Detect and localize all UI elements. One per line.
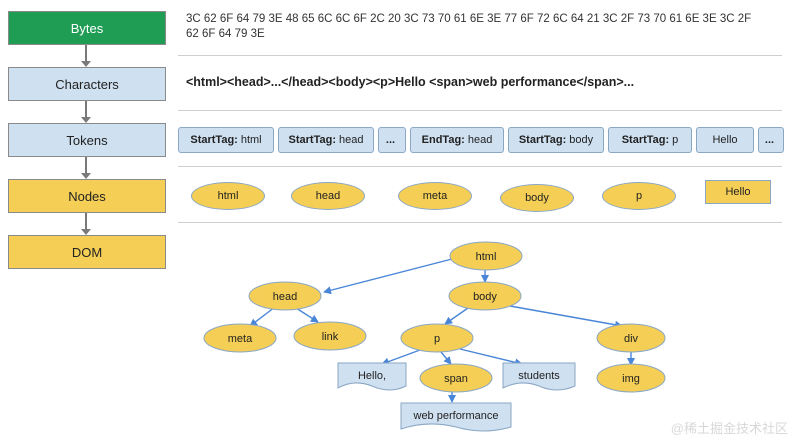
node-html: html [191, 182, 265, 210]
edge-body-div [509, 305, 623, 329]
tree-node-div [596, 323, 666, 353]
token-endtag-head: EndTag:head [410, 127, 504, 153]
tree-node-body [448, 281, 522, 311]
tree-node-head [248, 281, 322, 311]
bytes-hex-text: 3C 62 6F 64 79 3E 48 65 6C 6C 6F 2C 20 3… [186, 13, 752, 40]
tree-label-div: div [624, 333, 639, 345]
tree-label-students: students [518, 370, 560, 382]
divider [178, 222, 782, 223]
token-text-hello: Hello [696, 127, 754, 153]
stage-nodes: Nodes [8, 179, 166, 213]
arrow-bytes-to-characters [81, 45, 91, 67]
tree-label-meta: meta [228, 333, 253, 345]
tree-label-webperf: web performance [413, 410, 499, 422]
edge-p-hello [381, 349, 421, 366]
token-starttag-p: StartTag:p [608, 127, 692, 153]
tree-label-head: head [273, 291, 297, 303]
tree-label-html: html [476, 251, 497, 263]
tree-node-link [293, 321, 367, 351]
arrow-characters-to-tokens [81, 101, 91, 123]
stage-characters: Characters [8, 67, 166, 101]
stage-bytes: Bytes [8, 11, 166, 45]
token-ellipsis: ... [758, 127, 784, 153]
edge-p-students [459, 348, 523, 367]
tree-label-img: img [622, 373, 640, 385]
stage-dom: DOM [8, 235, 166, 269]
token-ellipsis: ... [378, 127, 406, 153]
tree-label-span: span [444, 373, 468, 385]
node-head: head [291, 182, 365, 210]
tree-label-link: link [322, 331, 339, 343]
token-starttag-html: StartTag:html [178, 127, 274, 153]
edge-html-head [323, 258, 453, 295]
node-body: body [500, 184, 574, 212]
tree-label-p: p [434, 333, 440, 345]
token-starttag-head: StartTag:head [278, 127, 374, 153]
watermark: @稀土掘金技术社区 [670, 421, 788, 436]
edge-body-p [444, 307, 469, 325]
node-p: p [602, 182, 676, 210]
tree-node-html [449, 241, 523, 271]
tree-node-span [419, 363, 493, 393]
divider [178, 166, 782, 167]
token-starttag-body: StartTag:body [508, 127, 604, 153]
tree-text-hello [337, 362, 407, 391]
tree-label-body: body [473, 291, 497, 303]
stage-tokens: Tokens [8, 123, 166, 157]
characters-text: <html><head>...</head><body><p>Hello <sp… [186, 75, 635, 89]
tree-text-students [502, 362, 576, 391]
node-hello: Hello [705, 180, 771, 204]
divider [178, 110, 782, 111]
tree-node-p [400, 323, 474, 353]
edge-p-span [440, 351, 452, 365]
node-meta: meta [398, 182, 472, 210]
tree-label-hello: Hello, [358, 370, 386, 382]
tree-text-webperf [400, 402, 512, 432]
tree-node-img [596, 363, 666, 393]
arrow-nodes-to-dom [81, 213, 91, 235]
edge-head-link [295, 307, 319, 323]
tree-node-meta [203, 323, 277, 353]
divider [178, 55, 782, 56]
edge-head-meta [249, 306, 276, 327]
arrow-tokens-to-nodes [81, 157, 91, 179]
